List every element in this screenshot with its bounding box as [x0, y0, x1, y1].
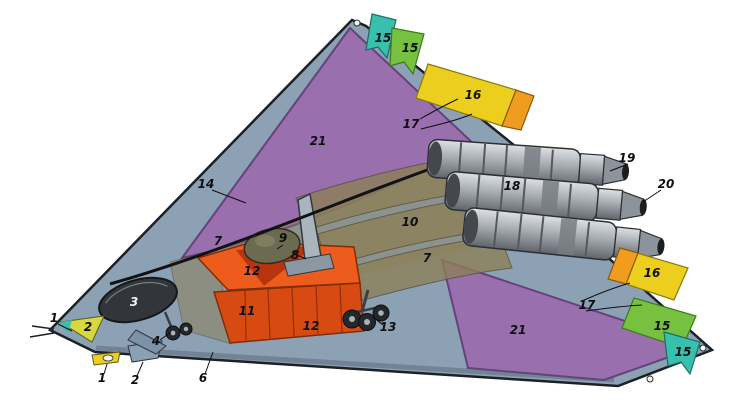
callout-4: 4	[151, 334, 160, 348]
wheel-hub	[378, 310, 384, 316]
callout-9: 9	[279, 231, 287, 245]
engine-nozzle	[636, 229, 663, 260]
nose-probes	[29, 325, 55, 338]
leader-line-2-bottom	[136, 361, 144, 377]
callout-15-top-b: 15	[402, 41, 419, 55]
trailing-edge-band	[95, 345, 615, 383]
tip-panel-teal-top	[365, 13, 397, 60]
nose-panel-teal	[60, 320, 72, 334]
leader-line-20	[642, 189, 662, 203]
nose-gear-door	[127, 329, 167, 355]
canopy-glass	[98, 276, 178, 324]
nav-light	[699, 344, 707, 352]
callout-11: 11	[239, 304, 256, 318]
engine-band	[557, 218, 578, 256]
belly-nav-light	[102, 354, 114, 362]
callout-18: 18	[504, 179, 521, 193]
engine-seam-lines	[457, 142, 554, 184]
engine-exhaust	[657, 238, 665, 255]
wheel-hub	[364, 319, 370, 325]
leader-line-9	[276, 244, 284, 250]
bay-rib-lines	[244, 284, 343, 341]
wheel-hub	[183, 326, 189, 332]
engine-exhaust	[621, 163, 630, 180]
engine-band	[522, 146, 541, 184]
callout-16-right: 16	[644, 266, 661, 280]
engine-seam-lines	[475, 174, 573, 218]
nose-landing-gear	[127, 311, 193, 355]
callout-14: 14	[198, 177, 215, 191]
tip-panel-orange-top	[501, 89, 535, 131]
engine-seam-lines	[492, 211, 591, 256]
callout-21-top: 21	[310, 134, 327, 148]
callout-2-nose: 2	[84, 320, 92, 334]
canopy-frame-line	[105, 282, 168, 304]
callout-2-bottom: 2	[131, 373, 139, 387]
right-wing-skin-panel	[440, 258, 704, 382]
leader-line-19	[609, 163, 629, 172]
callout-21-right: 21	[510, 323, 527, 337]
leader-line-1-bottom	[103, 363, 108, 375]
leader-line-17-right	[581, 282, 643, 312]
callout-17-top: 17	[403, 117, 420, 131]
engine-exhaust	[639, 199, 647, 216]
callout-7-left: 7	[214, 234, 223, 248]
engine-band	[540, 180, 560, 218]
callout-15-right-teal: 15	[675, 345, 692, 359]
intake-duct-lower	[339, 235, 513, 305]
leader-line-17-top	[419, 98, 473, 130]
callout-8: 8	[291, 248, 299, 262]
main-landing-gear	[342, 289, 390, 331]
wheel-hub	[349, 316, 355, 322]
callout-17-right: 17	[579, 298, 596, 312]
nav-light	[353, 19, 361, 27]
main-gear-strut	[360, 289, 370, 313]
callout-15-right-green: 15	[654, 319, 671, 333]
engine-afterburner	[595, 187, 624, 221]
bay-front-face	[212, 282, 365, 344]
tip-panel-green-top	[389, 27, 425, 76]
callout-19: 19	[619, 151, 636, 165]
callout-20: 20	[658, 177, 675, 191]
callout-1-nose: 1	[50, 311, 58, 325]
nav-light	[646, 375, 654, 383]
callout-12-upper: 12	[244, 264, 261, 278]
engine-fan-face	[445, 173, 461, 208]
leader-line-4	[159, 331, 172, 341]
leader-line-13	[372, 316, 384, 326]
wheel-hub	[170, 330, 176, 336]
callout-12-lower: 12	[303, 319, 320, 333]
callout-labels: 15 15 16 17 21 14 19 20 18 10 7 9 8 7 12…	[50, 31, 692, 387]
engine-fan-face	[463, 209, 479, 244]
callout-10: 10	[402, 215, 419, 229]
callout-7-right: 7	[423, 251, 432, 265]
callout-3: 3	[130, 295, 138, 309]
leader-line-1-nose	[57, 323, 73, 332]
engine-fan-face	[427, 141, 443, 176]
callout-1-bottom: 1	[98, 371, 106, 385]
engine-afterburner	[577, 152, 606, 186]
leader-line-8	[296, 254, 307, 260]
callout-16-top: 16	[465, 88, 482, 102]
engine-nozzle	[601, 155, 627, 185]
leader-line-6	[204, 351, 214, 375]
callout-6: 6	[199, 371, 207, 385]
dome-highlight	[255, 235, 275, 247]
center-fin-base	[283, 253, 335, 277]
callout-13: 13	[380, 320, 397, 334]
leader-line-14	[211, 189, 247, 204]
cockpit-canopy	[98, 276, 178, 324]
callout-15-top-a: 15	[375, 31, 392, 45]
tip-panel-teal-right	[663, 331, 701, 376]
